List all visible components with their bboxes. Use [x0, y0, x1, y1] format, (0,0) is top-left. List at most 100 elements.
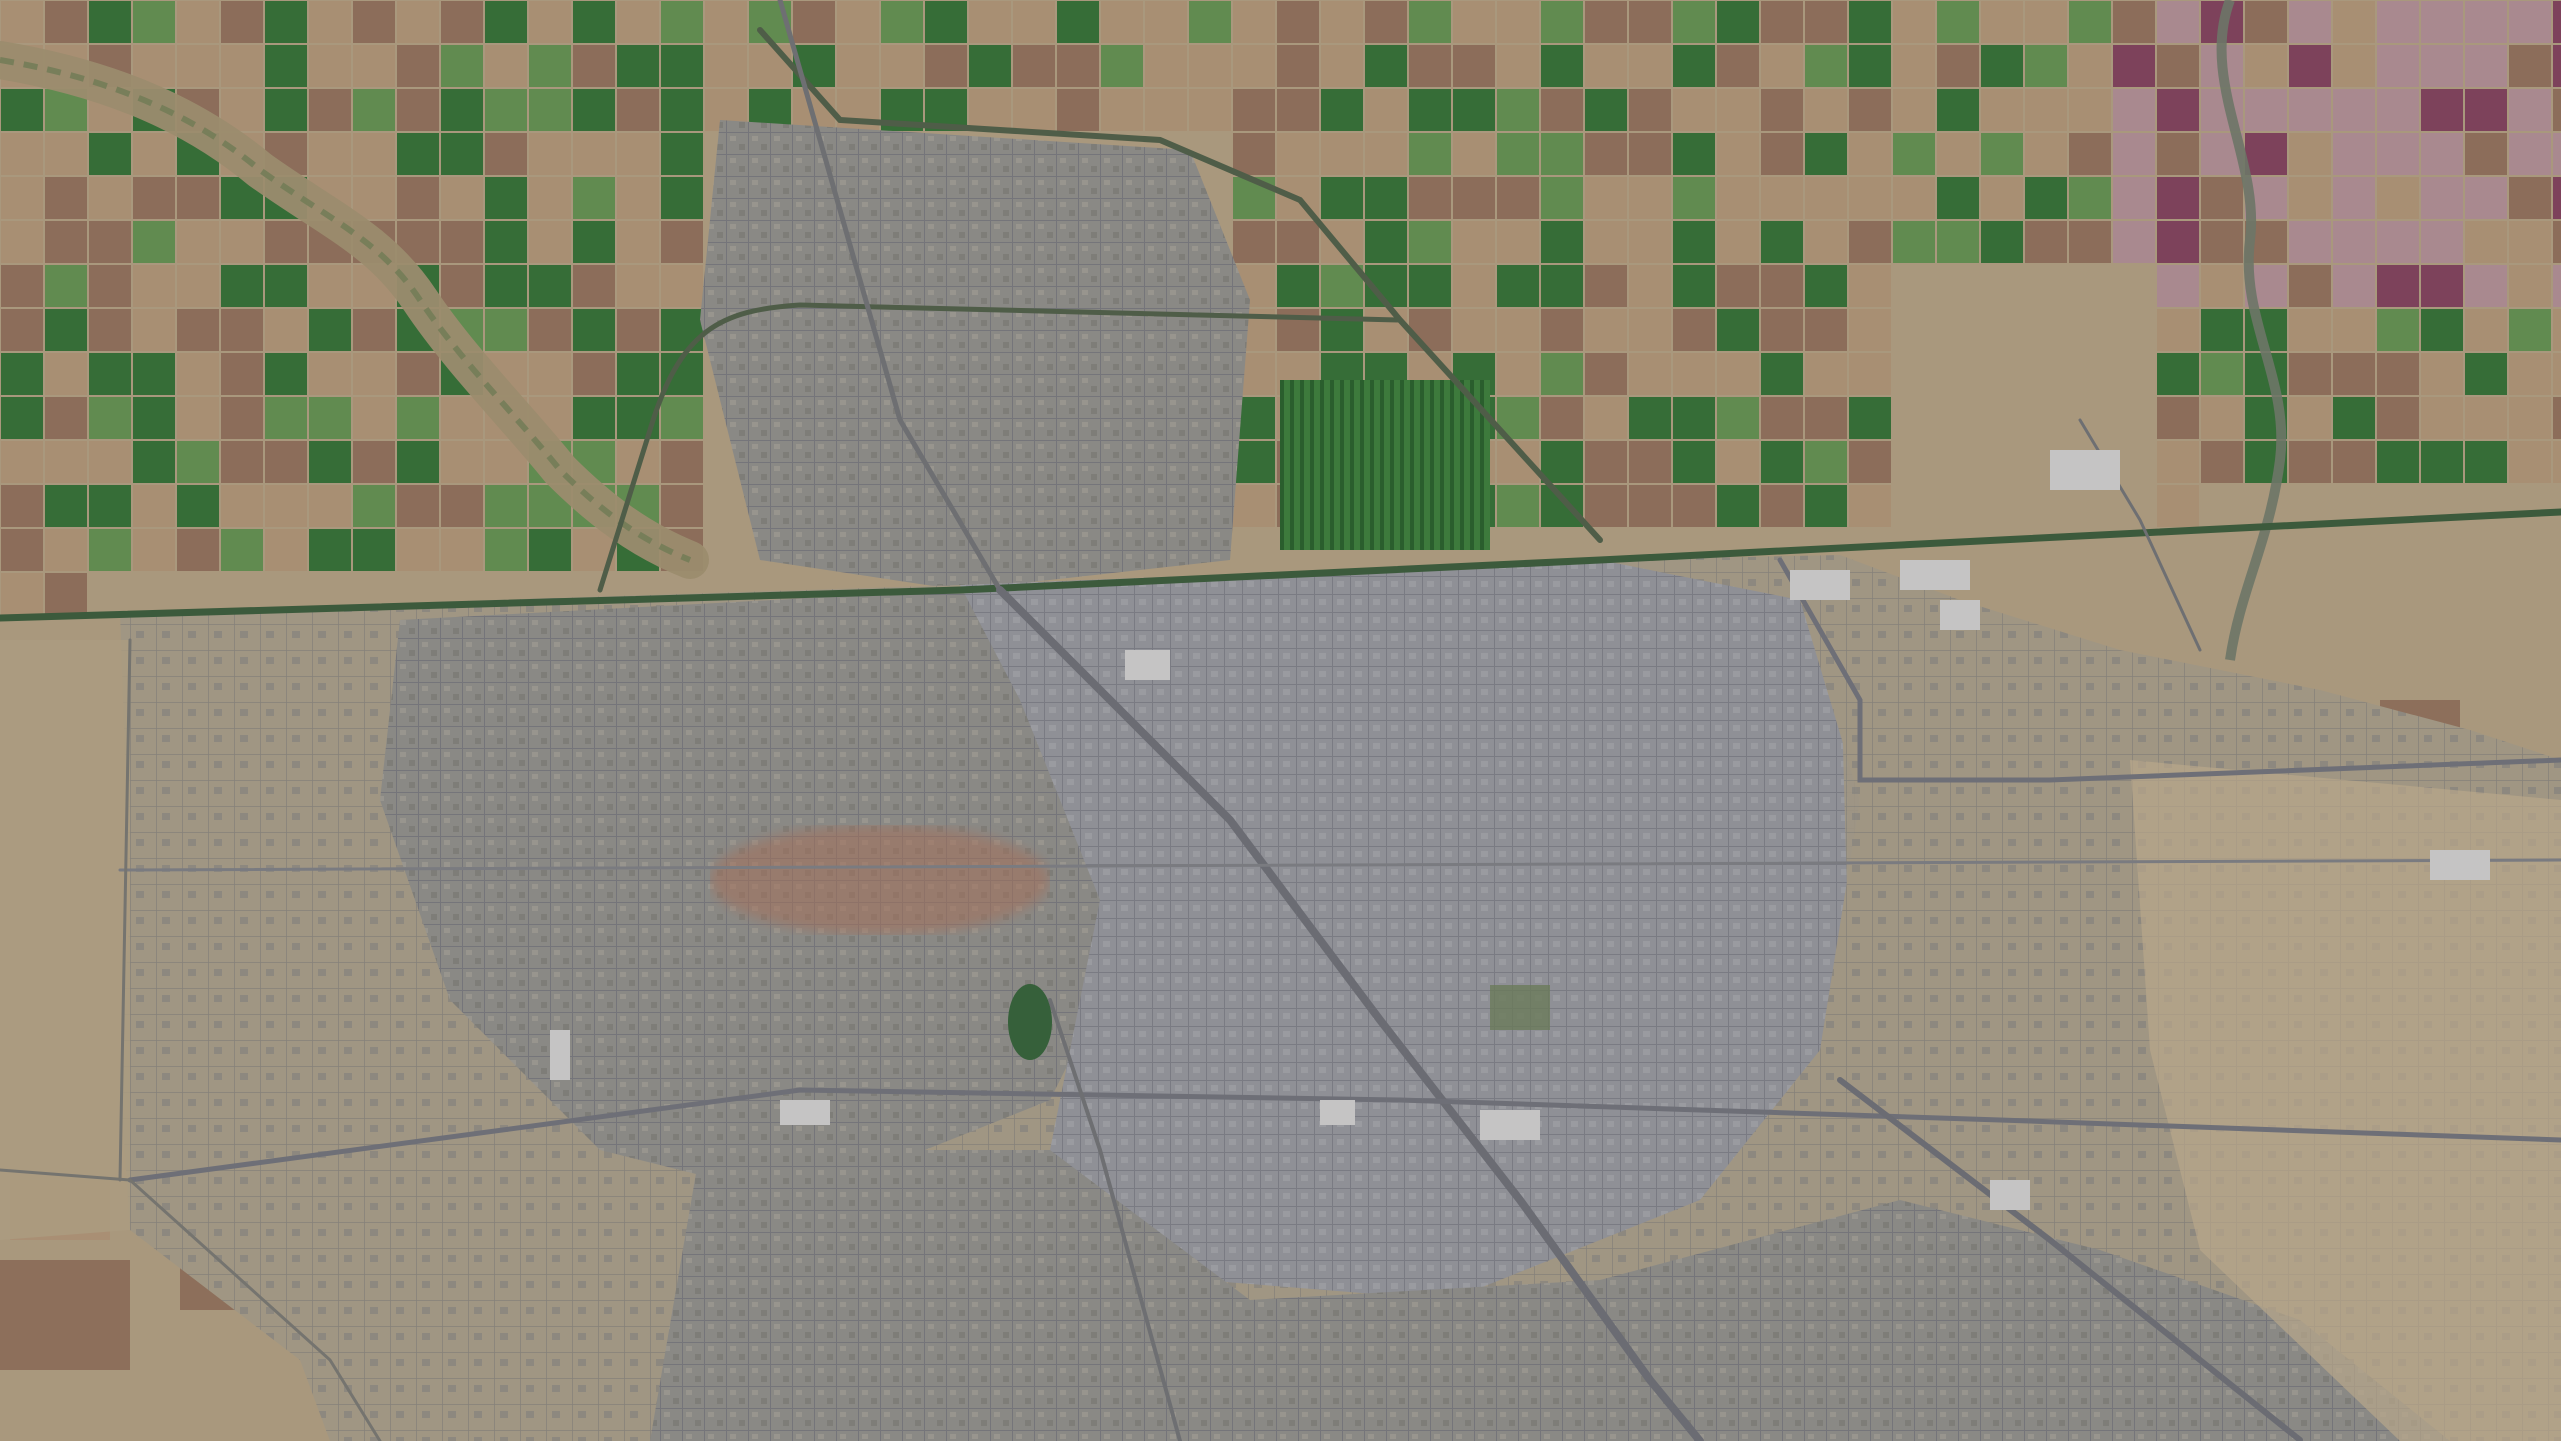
agricultural-field [2377, 221, 2419, 263]
agricultural-field [1233, 441, 1275, 483]
agricultural-field [1849, 353, 1891, 395]
agricultural-field [45, 133, 87, 175]
agricultural-field [2289, 45, 2331, 87]
agricultural-field [2333, 45, 2375, 87]
agricultural-field [617, 221, 659, 263]
agricultural-field [1805, 221, 1847, 263]
agricultural-field [661, 177, 703, 219]
agricultural-field [1497, 89, 1539, 131]
agricultural-field [1233, 133, 1275, 175]
agricultural-field [353, 45, 395, 87]
agricultural-field [1629, 45, 1671, 87]
agricultural-field [1409, 1, 1451, 43]
agricultural-field [1893, 133, 1935, 175]
agricultural-field [661, 221, 703, 263]
agricultural-field [2069, 133, 2111, 175]
agricultural-field [1365, 45, 1407, 87]
agricultural-field [1585, 89, 1627, 131]
agricultural-field [1629, 89, 1671, 131]
agricultural-field [1277, 89, 1319, 131]
agricultural-field [1453, 221, 1495, 263]
agricultural-field [133, 397, 175, 439]
agricultural-field [441, 177, 483, 219]
agricultural-field [397, 133, 439, 175]
agricultural-field [1, 221, 43, 263]
agricultural-field [221, 309, 263, 351]
agricultural-field [2333, 89, 2375, 131]
agricultural-field [353, 441, 395, 483]
agricultural-field [1717, 397, 1759, 439]
agricultural-field [441, 265, 483, 307]
agricultural-field [353, 353, 395, 395]
agricultural-field [2289, 221, 2331, 263]
agricultural-field [661, 1, 703, 43]
agricultural-field [2289, 177, 2331, 219]
agricultural-field [1937, 221, 1979, 263]
agricultural-field [1849, 485, 1891, 527]
agricultural-field [1805, 1, 1847, 43]
agricultural-field [1541, 133, 1583, 175]
agricultural-field [265, 1, 307, 43]
agricultural-field [1453, 309, 1495, 351]
agricultural-field [1585, 353, 1627, 395]
agricultural-field [2289, 309, 2331, 351]
agricultural-field [969, 45, 1011, 87]
agricultural-field [1937, 45, 1979, 87]
agricultural-field [2553, 177, 2561, 219]
agricultural-field [1233, 45, 1275, 87]
agricultural-field [529, 89, 571, 131]
agricultural-field [529, 353, 571, 395]
agricultural-field [2553, 45, 2561, 87]
agricultural-field [1629, 133, 1671, 175]
agricultural-field [1277, 45, 1319, 87]
agricultural-field [2421, 45, 2463, 87]
agricultural-field [2377, 45, 2419, 87]
agricultural-field [309, 485, 351, 527]
agricultural-field [2509, 397, 2551, 439]
agricultural-field [1761, 265, 1803, 307]
agricultural-field [2553, 1, 2561, 43]
agricultural-field [837, 45, 879, 87]
agricultural-field [1629, 353, 1671, 395]
agricultural-field [2069, 221, 2111, 263]
agricultural-field [2465, 397, 2507, 439]
agricultural-field [573, 177, 615, 219]
agricultural-field [705, 1, 747, 43]
agricultural-field [1673, 1, 1715, 43]
agricultural-field [2377, 353, 2419, 395]
agricultural-field [221, 529, 263, 571]
agricultural-field [1541, 397, 1583, 439]
agricultural-field [133, 309, 175, 351]
agricultural-field [1453, 177, 1495, 219]
agricultural-field [2245, 45, 2287, 87]
agricultural-field [2509, 441, 2551, 483]
agricultural-field [2069, 45, 2111, 87]
agricultural-field [177, 309, 219, 351]
agricultural-field [573, 309, 615, 351]
agricultural-field [1849, 177, 1891, 219]
agricultural-field [1849, 397, 1891, 439]
agricultural-field [1057, 45, 1099, 87]
agricultural-field [353, 133, 395, 175]
agricultural-field [1541, 177, 1583, 219]
agricultural-field [221, 45, 263, 87]
agricultural-field [1321, 221, 1363, 263]
agricultural-field [2509, 309, 2551, 351]
agricultural-field [1145, 1, 1187, 43]
agricultural-field [1365, 221, 1407, 263]
agricultural-field [133, 265, 175, 307]
agricultural-field [177, 441, 219, 483]
agricultural-field [485, 309, 527, 351]
avenue-central [118, 858, 2561, 872]
agricultural-field [1673, 353, 1715, 395]
agricultural-field [1277, 133, 1319, 175]
agricultural-field [1805, 441, 1847, 483]
agricultural-field [1, 573, 43, 615]
agricultural-field [529, 309, 571, 351]
agricultural-field [485, 177, 527, 219]
river-east [2216, 0, 2287, 661]
agricultural-field [2113, 45, 2155, 87]
agricultural-field [309, 397, 351, 439]
agricultural-field [1717, 265, 1759, 307]
